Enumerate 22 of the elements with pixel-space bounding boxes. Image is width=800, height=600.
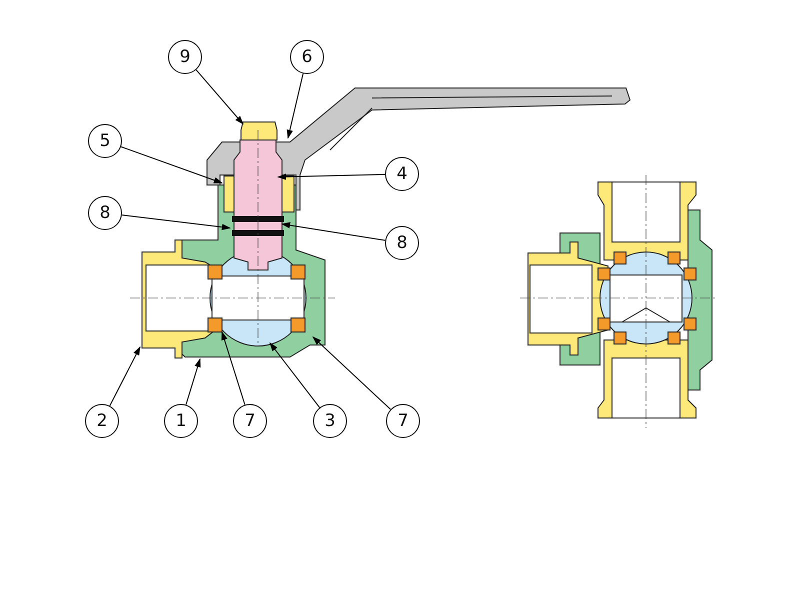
callout-number: 7 (233, 404, 267, 438)
leader-line (120, 146, 223, 184)
callout-number: 4 (385, 157, 419, 191)
leader-line (196, 69, 244, 125)
leader-line (277, 174, 386, 180)
leader-line (286, 73, 304, 139)
callout-number: 5 (88, 124, 122, 158)
callout-number: 8 (385, 226, 419, 260)
callout-number: 6 (290, 40, 324, 74)
callout-number: 1 (164, 404, 198, 438)
leader-line (121, 214, 231, 230)
leader-line (281, 222, 386, 241)
leader-line (109, 346, 140, 406)
callout-number: 3 (313, 404, 347, 438)
callout-number: 2 (85, 404, 119, 438)
callout-number: 8 (88, 196, 122, 230)
leader-line (185, 358, 201, 406)
callout-number: 9 (168, 40, 202, 74)
leader-line (221, 331, 246, 406)
leader-line (312, 336, 392, 410)
callout-number: 7 (386, 404, 420, 438)
leader-line (269, 342, 320, 408)
